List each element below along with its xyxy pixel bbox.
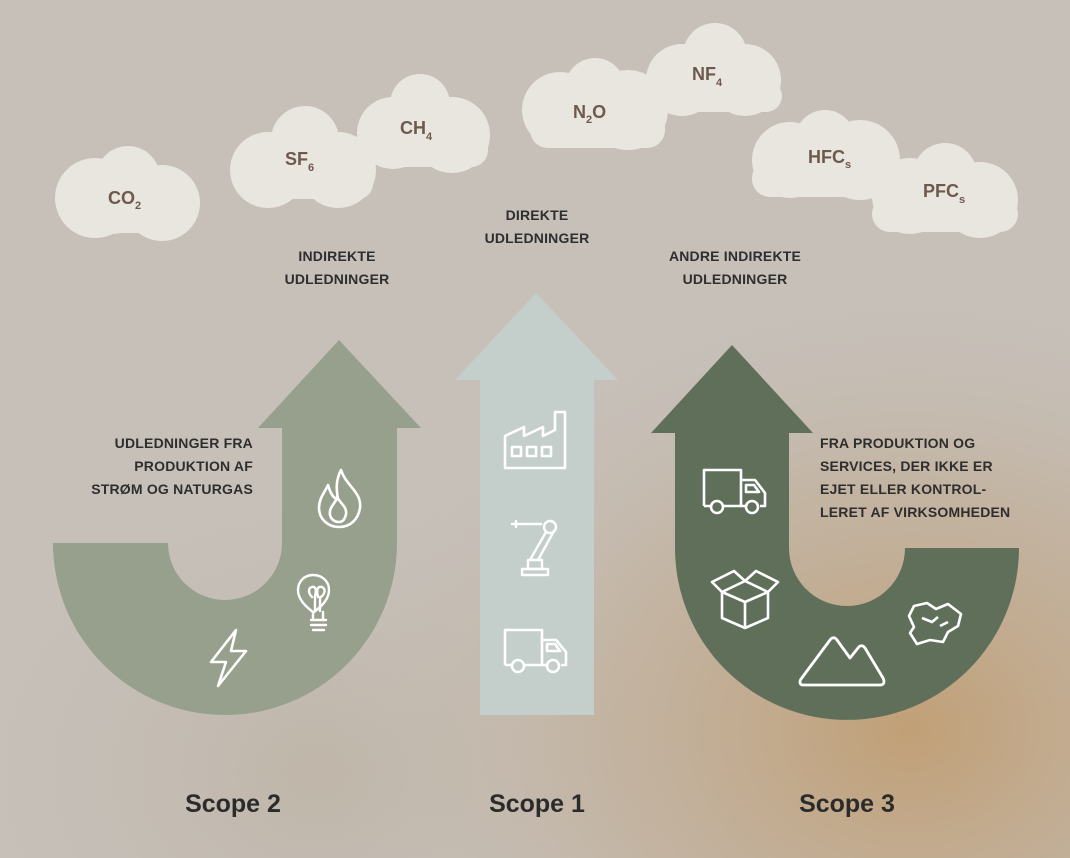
gas-label: PFC xyxy=(923,181,959,201)
svg-text:CH4: CH4 xyxy=(400,118,433,143)
cloud-pfcs: PFCs xyxy=(872,143,1018,238)
truck-icon xyxy=(702,468,767,515)
cloud-sf6: SF6 xyxy=(230,106,376,208)
svg-text:PFCs: PFCs xyxy=(923,181,965,206)
cloud-n2o: N2O xyxy=(522,58,668,150)
scope1-arrow xyxy=(455,293,618,715)
scope2-label: Scope 2 xyxy=(185,790,281,818)
scope3-label: Scope 3 xyxy=(799,790,895,818)
truck-icon xyxy=(503,628,568,674)
robot-arm-icon xyxy=(510,519,558,577)
gas-label: N xyxy=(573,102,586,122)
cloud-ch4: CH4 xyxy=(357,74,490,173)
gas-label: NF xyxy=(692,64,716,84)
scope2-arrow xyxy=(53,340,421,715)
gas-label: HFC xyxy=(808,147,845,167)
svg-text:NF4: NF4 xyxy=(692,64,723,89)
cloud-co2: CO2 xyxy=(55,146,200,241)
lightning-icon xyxy=(209,628,248,688)
scope3-arrow xyxy=(651,345,1019,720)
svg-text:N2O: N2O xyxy=(573,102,606,126)
gas-label: CH xyxy=(400,118,426,138)
gas-label: SF xyxy=(285,149,308,169)
svg-text:HFCs: HFCs xyxy=(808,147,851,171)
rock-icon xyxy=(907,601,963,646)
lightbulb-icon xyxy=(296,573,331,632)
box-icon xyxy=(710,569,780,630)
scope1-label: Scope 1 xyxy=(489,790,585,818)
flame-icon xyxy=(317,468,362,529)
cloud-nf4: NF4 xyxy=(646,23,782,116)
svg-text:CO2: CO2 xyxy=(108,188,141,212)
factory-icon xyxy=(503,410,567,470)
svg-text:SF6: SF6 xyxy=(285,149,314,174)
gas-label: CO xyxy=(108,188,135,208)
mountain-icon xyxy=(798,636,886,687)
